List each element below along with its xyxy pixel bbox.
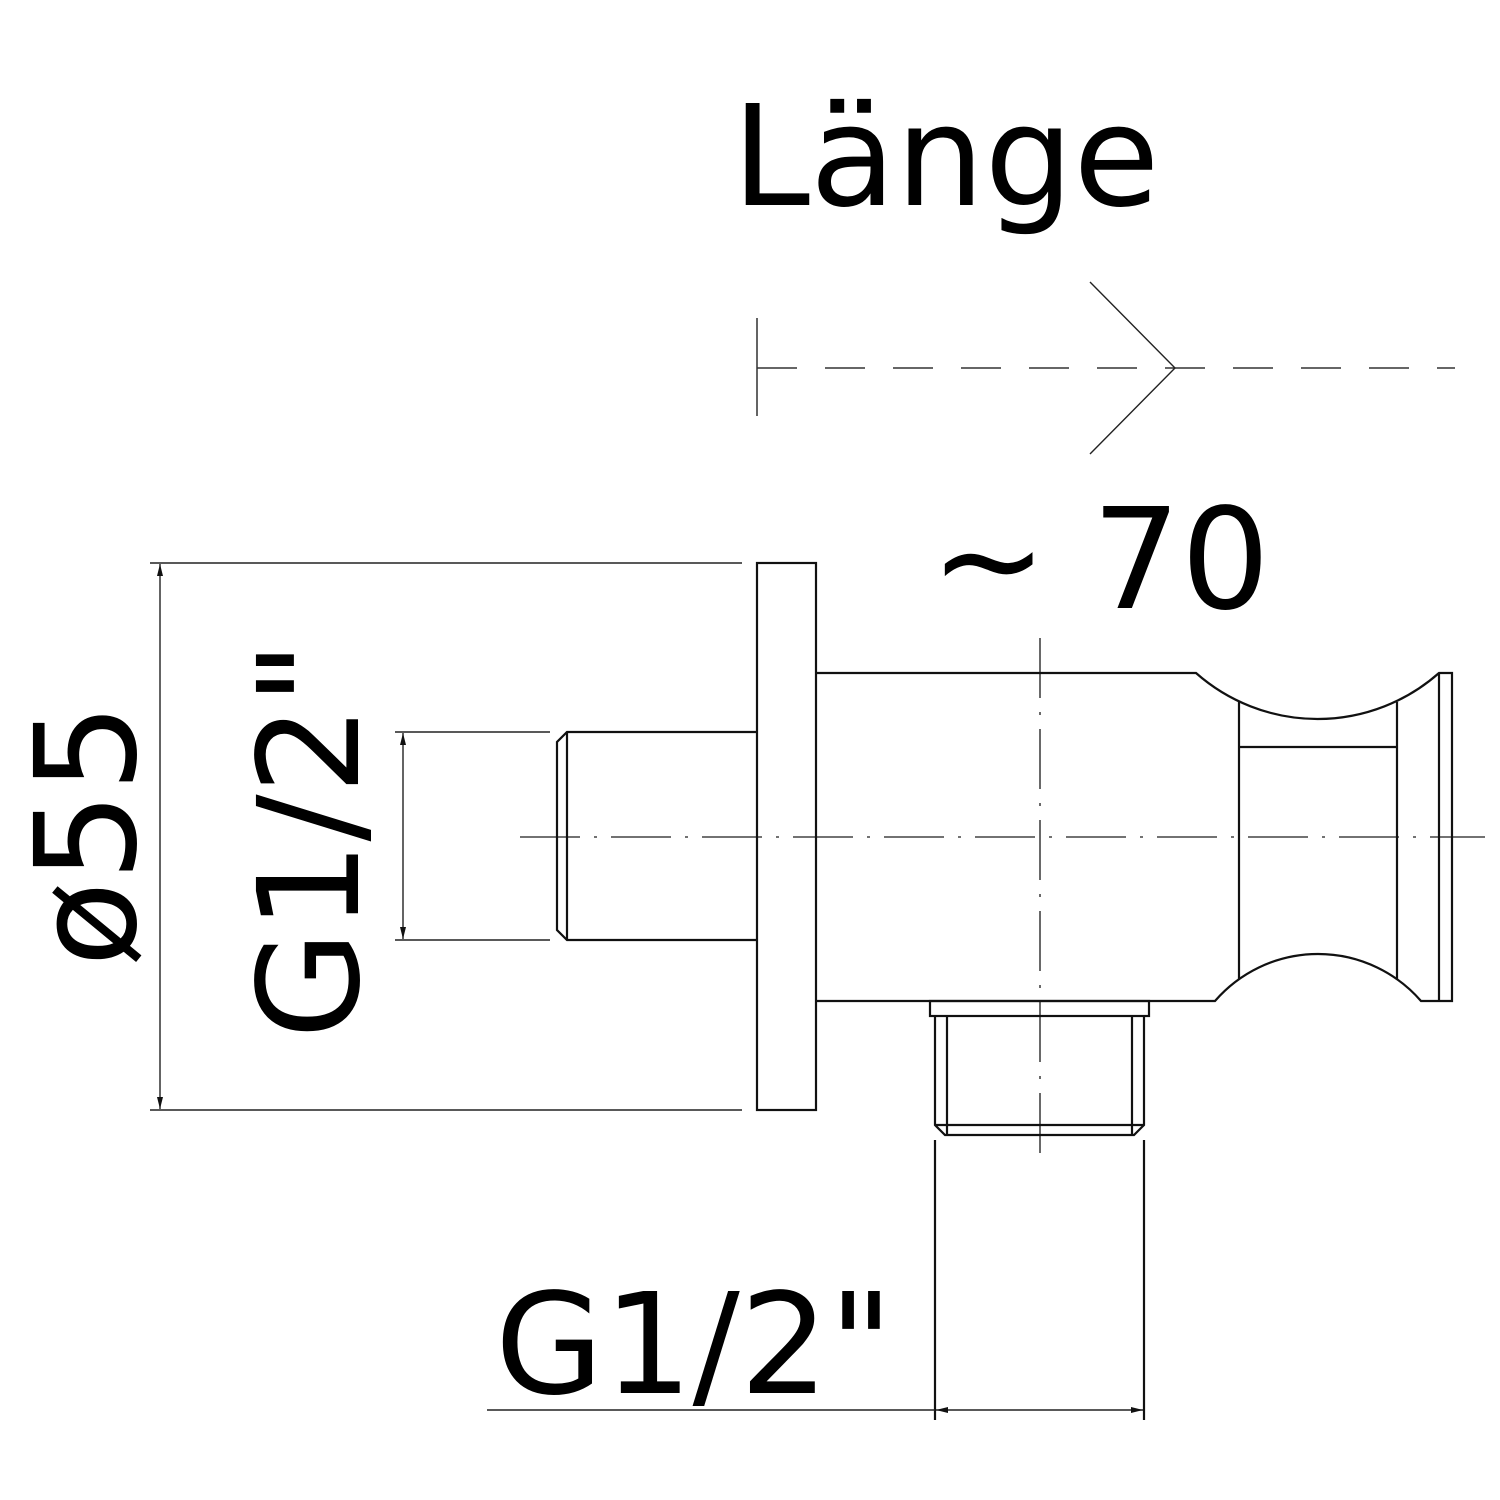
length-label: Länge [732,76,1160,239]
diameter-label: ø55 [6,703,169,967]
inlet-nipple [555,730,757,942]
inlet-thread-label: G1/2" [229,641,392,1039]
length-indicator: Länge ~ 70 [732,76,1455,642]
inlet-thread-dimension: G1/2" [229,641,550,1039]
length-value: ~ 70 [930,479,1270,642]
diameter-dimension: ø55 [6,562,742,1111]
wall-plate [755,561,818,1112]
outlet-nipple [928,999,1151,1137]
chevron-right-icon [1089,281,1176,455]
outlet-thread-dimension: G1/2" [487,1140,1146,1427]
body [816,671,1454,1003]
outlet-thread-label: G1/2" [495,1264,893,1427]
